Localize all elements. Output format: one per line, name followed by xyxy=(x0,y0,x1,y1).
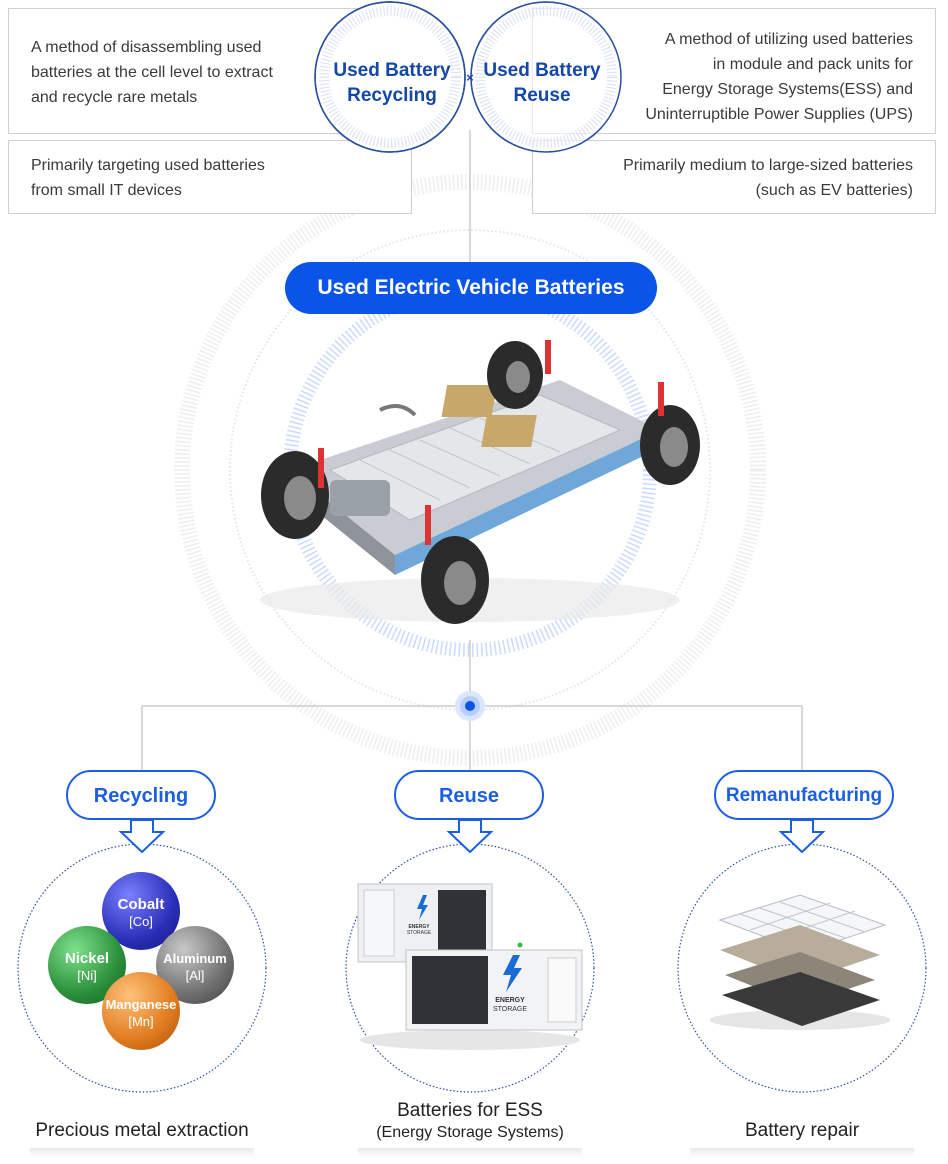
venn-reuse-label: Used Battery Reuse xyxy=(483,60,601,106)
car-chassis-icon xyxy=(260,340,700,624)
nickel-label: Nickel [Ni] xyxy=(64,950,110,983)
cobalt-label: Cobalt [Co] xyxy=(117,896,165,929)
lightning-icon xyxy=(503,955,522,992)
ess-brand-label: ENERGY STORAGE xyxy=(492,997,528,1013)
reuse-description-line: A method of utilizing used batteries xyxy=(664,31,913,48)
branch-reuse: Reuse xyxy=(394,770,544,820)
hub-dot xyxy=(465,701,475,711)
branch-recycling: Recycling xyxy=(66,770,216,820)
aluminum-label: Aluminum [Al] xyxy=(163,951,227,983)
recycling-description-line: A method of disassembling used xyxy=(31,39,262,56)
arrow-down-icon xyxy=(118,819,166,854)
reuse-target-line: (such as EV batteries) xyxy=(755,182,913,199)
caption-recycling: Precious metal extraction xyxy=(35,1120,249,1141)
venn-recycling-label: Used Battery Recycling xyxy=(333,60,451,106)
reuse-description-line: in module and pack units for xyxy=(712,56,913,73)
reuse-target-line: Primarily medium to large-sized batterie… xyxy=(623,157,913,174)
lightning-icon xyxy=(417,895,428,920)
reuse-target-box: Primarily medium to large-sized batterie… xyxy=(532,140,936,214)
recycling-description-line: and recycle rare metals xyxy=(31,89,198,106)
reuse-ring xyxy=(345,843,595,1093)
manganese-label: Manganese [Mn] xyxy=(105,997,177,1029)
center-title: Used Electric Vehicle Batteries xyxy=(285,262,657,314)
battery-layers-icon xyxy=(710,894,890,1030)
energy-storage-container-icon xyxy=(357,883,583,1050)
recycling-description-line: batteries at the cell level to extract xyxy=(31,64,273,81)
arrow-down-icon xyxy=(446,819,494,854)
recycling-target-box: Primarily targeting used batteries from … xyxy=(8,140,412,214)
ess-brand-label-small: ENERGY STORAGE xyxy=(406,924,432,936)
caption-reuse: Batteries for ESS (Energy Storage System… xyxy=(376,1100,564,1141)
branch-remanufacturing: Remanufacturing xyxy=(714,770,894,820)
caption-remanufacturing: Battery repair xyxy=(744,1120,860,1141)
remanufacturing-ring xyxy=(677,843,927,1093)
arrow-down-icon xyxy=(778,819,826,854)
reuse-description-line: Uninterruptible Power Supplies (UPS) xyxy=(645,106,913,123)
reuse-description-line: Energy Storage Systems(ESS) and xyxy=(662,81,913,98)
venn-cross: × xyxy=(466,70,474,85)
manganese-sphere xyxy=(102,972,180,1050)
recycling-target-line: Primarily targeting used batteries xyxy=(31,157,265,174)
recycling-ring xyxy=(17,843,267,1093)
recycling-target-line: from small IT devices xyxy=(31,182,182,199)
